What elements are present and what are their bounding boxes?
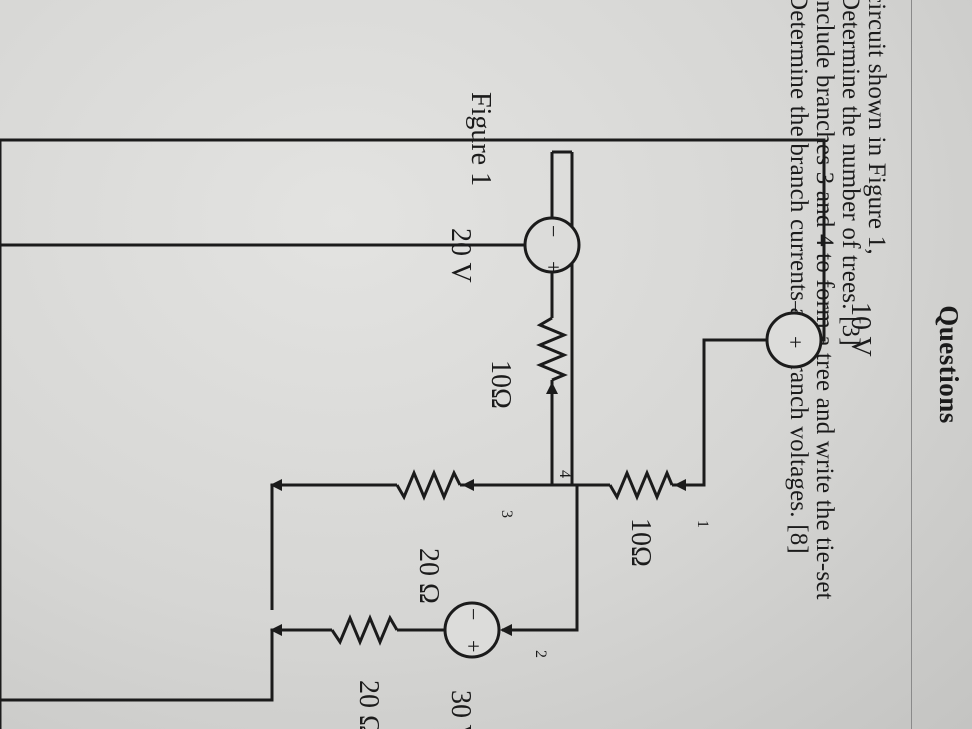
branch-number-1: 1: [694, 520, 711, 528]
arrow-branch-2: [500, 624, 512, 636]
arrow-branch-5: [270, 479, 282, 491]
figure-caption: Figure 1: [465, 92, 496, 186]
resistor-r1-zigzag: [608, 469, 674, 501]
plus-20v: +: [541, 261, 566, 273]
branch-number-3: 3: [498, 510, 515, 518]
arrow-branch-6: [270, 624, 282, 636]
branch-number-2: 2: [532, 650, 549, 658]
wire-12: [270, 483, 397, 610]
arrow-branch-3: [462, 479, 474, 491]
branch-number-4: 4: [556, 470, 573, 478]
wire-8: [502, 483, 579, 632]
arrow-branch-4: [546, 382, 558, 394]
label-r1: 10Ω: [625, 518, 656, 567]
minus-10v: −: [783, 300, 808, 312]
plus-30v: +: [461, 640, 486, 652]
minus-20v: −: [541, 225, 566, 237]
label-r5: 20 Ω: [353, 680, 384, 729]
label-r4: 10Ω: [485, 360, 516, 409]
minus-30v: −: [461, 608, 486, 620]
left-rail-wire: [0, 138, 826, 342]
arrow-branch-1: [674, 479, 686, 491]
label-10v: 10 V: [845, 302, 876, 357]
resistor-r3-zigzag: [395, 469, 462, 501]
wire-5: [550, 380, 572, 487]
label-r3: 20 Ω: [413, 548, 444, 604]
resistor-r5-zigzag: [330, 614, 399, 646]
resistor-r4-zigzag: [536, 316, 568, 382]
plus-10v: +: [783, 336, 808, 348]
wire-1: [672, 338, 767, 487]
label-30v: 30 V: [445, 690, 476, 729]
label-20v: 20 V: [445, 228, 476, 283]
wire-10: [0, 628, 332, 702]
